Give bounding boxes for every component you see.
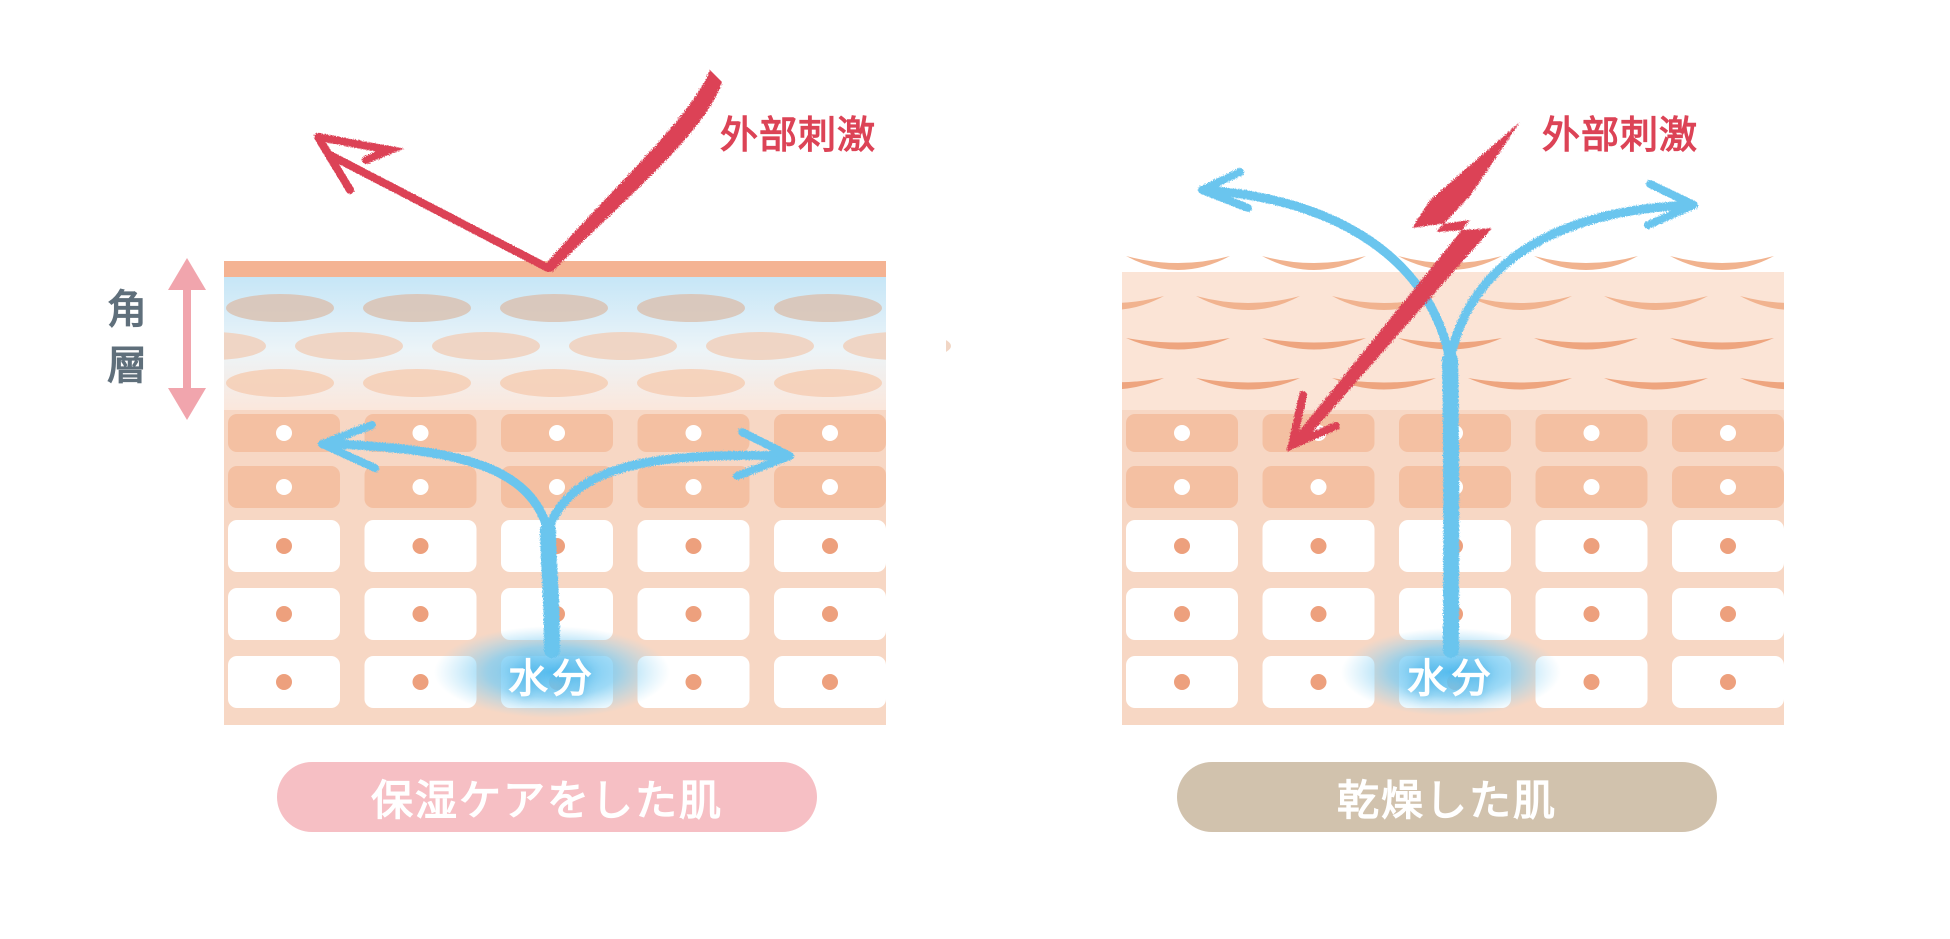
cell-nucleus: [1174, 479, 1190, 495]
corneocyte: [295, 332, 403, 360]
cell-nucleus: [413, 538, 429, 554]
cell-nucleus: [549, 425, 565, 441]
cell-nucleus: [276, 674, 292, 690]
cell-nucleus: [1584, 425, 1600, 441]
corneocyte: [637, 294, 745, 322]
corneocyte-scale: [1670, 256, 1774, 270]
cell-nucleus: [1720, 479, 1736, 495]
cell-nucleus: [686, 479, 702, 495]
corneocyte: [637, 369, 745, 397]
corneocyte: [226, 294, 334, 322]
corneocyte: [774, 369, 882, 397]
cell-nucleus: [1720, 425, 1736, 441]
cell-nucleus: [1720, 674, 1736, 690]
cell-nucleus: [276, 606, 292, 622]
cell-nucleus: [822, 538, 838, 554]
cell-nucleus: [1720, 606, 1736, 622]
moist-skin-caption: 保湿ケアをした肌: [277, 762, 817, 832]
panel-edge-mask: [1784, 240, 1844, 415]
cell-nucleus: [413, 479, 429, 495]
corneocyte: [774, 294, 882, 322]
cell-nucleus: [1174, 538, 1190, 554]
cell-nucleus: [1584, 479, 1600, 495]
corneocyte-scale: [1126, 256, 1230, 270]
corneocyte: [569, 332, 677, 360]
corneocyte: [432, 332, 540, 360]
cell-nucleus: [276, 425, 292, 441]
cell-nucleus: [413, 606, 429, 622]
dry-water-label: 水分: [1407, 646, 1495, 704]
cell-nucleus: [1174, 425, 1190, 441]
cell-nucleus: [549, 479, 565, 495]
moist-stimulus-label: 外部刺激: [720, 104, 876, 159]
cell-nucleus: [1584, 606, 1600, 622]
dry-skin-caption: 乾燥した肌: [1177, 762, 1717, 832]
cell-nucleus: [686, 606, 702, 622]
cell-nucleus: [1311, 606, 1327, 622]
cell-nucleus: [1174, 674, 1190, 690]
corneocyte-scale: [1534, 256, 1638, 270]
cell-nucleus: [413, 674, 429, 690]
cell-nucleus: [276, 479, 292, 495]
corneocyte: [706, 332, 814, 360]
cell-nucleus: [1584, 538, 1600, 554]
cell-nucleus: [1311, 674, 1327, 690]
corneocyte: [500, 294, 608, 322]
cell-nucleus: [1584, 674, 1600, 690]
cell-nucleus: [1311, 538, 1327, 554]
panel-edge-mask: [886, 277, 946, 410]
moist-water-label: 水分: [508, 646, 596, 704]
cell-nucleus: [686, 425, 702, 441]
moist-skin-panel: [150, 70, 951, 725]
corneocyte: [226, 369, 334, 397]
cell-nucleus: [1720, 538, 1736, 554]
corneocyte: [363, 369, 471, 397]
moist-stimulus-arrow: [318, 70, 722, 272]
panel-edge-mask: [1060, 240, 1122, 415]
cell-nucleus: [686, 538, 702, 554]
cell-nucleus: [276, 538, 292, 554]
corneocyte-scale: [1262, 256, 1366, 270]
stratum-corneum-label: 角 層: [102, 282, 152, 394]
cell-nucleus: [1311, 479, 1327, 495]
corneocyte: [363, 294, 471, 322]
cell-nucleus: [413, 425, 429, 441]
cell-nucleus: [822, 606, 838, 622]
cell-nucleus: [1174, 606, 1190, 622]
dry-skin-panel: [1060, 122, 1844, 725]
cell-nucleus: [822, 479, 838, 495]
cell-nucleus: [822, 425, 838, 441]
cell-nucleus: [686, 674, 702, 690]
dry-stimulus-label: 外部刺激: [1542, 104, 1698, 159]
corneocyte: [500, 369, 608, 397]
cell-nucleus: [822, 674, 838, 690]
